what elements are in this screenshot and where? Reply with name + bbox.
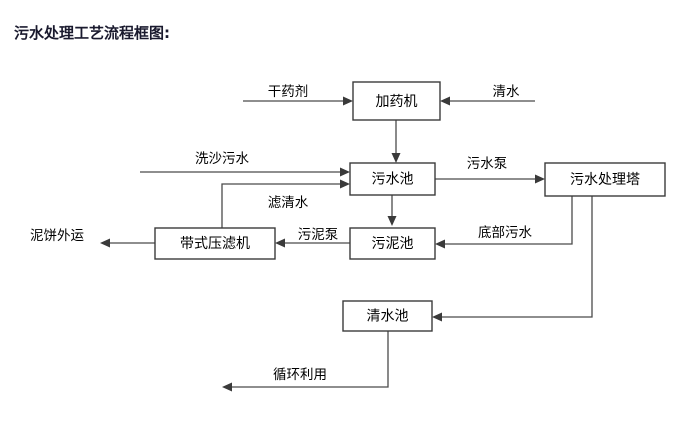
- arrowhead-wastewater-to-sludge: [387, 216, 397, 226]
- node-belt-filter-press-label: 带式压滤机: [180, 236, 250, 252]
- edge-label-sand-wash: 洗沙污水: [195, 151, 249, 167]
- node-treatment-tower[interactable]: 污水处理塔: [544, 162, 666, 197]
- edge-label-sludge-pump: 污泥泵: [298, 227, 339, 243]
- node-sludge-pool[interactable]: 污泥池: [349, 227, 436, 260]
- arrowhead-recycle: [222, 382, 232, 392]
- edge-bottom-wastewater-line: [443, 196, 573, 245]
- node-clean-water-pool-box[interactable]: [342, 300, 433, 332]
- edge-label-recycle: 循环利用: [273, 367, 327, 383]
- edge-label-dry-reagent: 干药剂: [268, 84, 309, 100]
- arrowhead-filtered-water: [340, 179, 350, 189]
- arrowhead-sludge-pump: [275, 238, 285, 248]
- arrowhead-sand-wash: [340, 167, 350, 177]
- node-clean-water-pool-label: 清水池: [367, 309, 409, 325]
- edge-label-wastewater-pump: 污水泵: [467, 156, 508, 172]
- arrowhead-tower-to-clean-water: [432, 312, 442, 322]
- node-sludge-pool-box[interactable]: [349, 227, 436, 260]
- edge-recycle-line: [230, 331, 389, 388]
- arrowhead-mud-cake: [100, 238, 110, 248]
- node-clean-water-pool[interactable]: 清水池: [342, 300, 433, 332]
- arrowhead-wastewater-pump: [535, 174, 545, 184]
- node-dosing-machine-label: 加药机: [376, 94, 418, 110]
- edge-label-clean-water: 清水: [493, 84, 521, 100]
- edge-tower-to-clean-water-line: [440, 196, 593, 318]
- arrowhead-clean-water: [440, 96, 450, 106]
- page-title: 污水处理工艺流程框图:: [14, 24, 170, 42]
- node-wastewater-pool[interactable]: 污水池: [349, 162, 436, 196]
- node-treatment-tower-box[interactable]: [544, 162, 666, 197]
- node-treatment-tower-label: 污水处理塔: [570, 172, 640, 188]
- edge-label-filtered-water: 滤清水: [268, 195, 309, 211]
- node-layer: 加药机 污水池 污水处理塔 带式压滤机 污泥池 清水池: [154, 81, 666, 332]
- arrowhead-dosing-to-wastewater: [391, 153, 401, 163]
- node-sludge-pool-label: 污泥池: [372, 236, 414, 252]
- edge-filtered-water-line: [221, 183, 342, 228]
- edge-label-layer: 干药剂 清水 洗沙污水 滤清水 污水泵 污泥泵 底部污水 泥饼外运 循环利用: [30, 84, 532, 383]
- connector-layer: [100, 96, 593, 392]
- node-belt-filter-press-box[interactable]: [154, 227, 276, 260]
- arrowhead-dry-reagent: [343, 96, 353, 106]
- edge-label-mud-cake: 泥饼外运: [30, 228, 84, 244]
- node-dosing-machine-box[interactable]: [352, 81, 441, 121]
- node-wastewater-pool-label: 污水池: [372, 172, 414, 188]
- node-belt-filter-press[interactable]: 带式压滤机: [154, 227, 276, 260]
- node-dosing-machine[interactable]: 加药机: [352, 81, 441, 121]
- arrowhead-bottom-wastewater: [435, 239, 445, 249]
- edge-label-bottom-wastewater: 底部污水: [478, 225, 532, 241]
- node-wastewater-pool-box[interactable]: [349, 162, 436, 196]
